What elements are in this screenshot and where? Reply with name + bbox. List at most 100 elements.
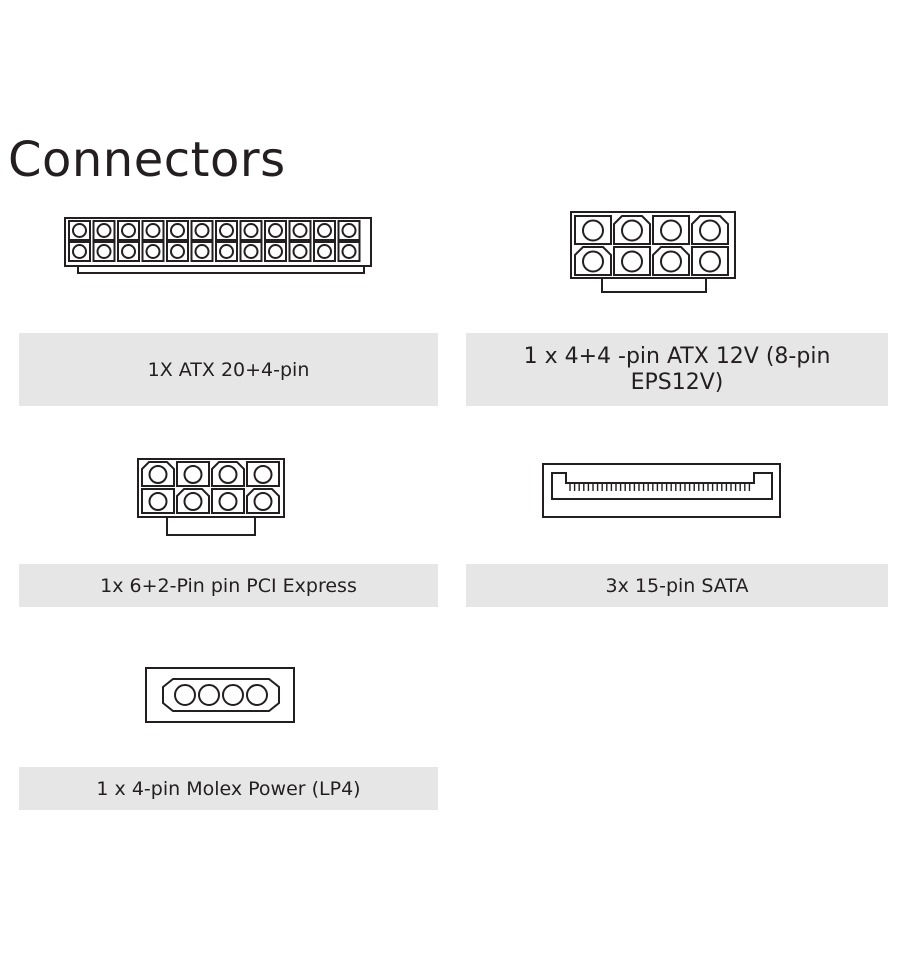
pin-cell (264, 241, 287, 262)
eps-8pin-connector-icon (570, 211, 738, 295)
pin (72, 223, 87, 238)
pin-cell (288, 220, 312, 241)
pin (148, 492, 168, 511)
pin-cell (239, 241, 263, 262)
pin (194, 244, 210, 259)
connector-latch (166, 516, 256, 536)
pin (253, 492, 273, 511)
pin (243, 244, 259, 259)
pin-cell (574, 215, 612, 245)
pin (219, 223, 234, 238)
pin (170, 223, 185, 238)
pin-cell (288, 241, 312, 262)
pin (145, 223, 161, 238)
pcie-8pin-connector-icon (137, 458, 287, 538)
pin-cell (141, 241, 165, 262)
pin (148, 465, 168, 484)
pin-cell (141, 461, 175, 487)
pin (194, 223, 210, 238)
pin-cell (190, 241, 214, 262)
eps-label: 1 x 4+4 -pin ATX 12V (8-pin EPS12V) (523, 343, 831, 395)
connector-latch-rail (77, 265, 365, 274)
pin (268, 223, 283, 238)
pin (317, 244, 332, 259)
pin (243, 223, 259, 238)
pin-cell (68, 241, 91, 262)
pin-cell (117, 241, 140, 262)
pin-cell (215, 220, 238, 241)
pin-cell (68, 220, 91, 241)
pin (660, 219, 682, 242)
pin-cell (337, 241, 361, 262)
pin-cell (92, 220, 116, 241)
pin (145, 244, 161, 259)
pin-cell (337, 220, 361, 241)
pcie-label-bar: 1x 6+2-Pin pin PCI Express (19, 564, 438, 607)
atx-24pin-connector-icon (64, 217, 374, 275)
pin (268, 244, 283, 259)
pin-cell (190, 220, 214, 241)
pin (219, 244, 234, 259)
atx-label: 1X ATX 20+4-pin (147, 358, 310, 381)
pin-cell (246, 461, 280, 487)
pin-cell (211, 488, 245, 514)
pin-cell (92, 241, 116, 262)
pin-cell (176, 488, 210, 514)
pin-cell (246, 488, 280, 514)
sata-label: 3x 15-pin SATA (605, 574, 749, 597)
connector-slot (551, 472, 773, 500)
pin-cell (215, 241, 238, 262)
pin (660, 250, 682, 273)
pin-cell (166, 220, 189, 241)
molex-4pin-connector-icon (145, 667, 297, 725)
pin (246, 684, 268, 706)
connector-housing (145, 667, 295, 723)
pin (174, 684, 196, 706)
pcie-label: 1x 6+2-Pin pin PCI Express (100, 574, 357, 597)
pin (170, 244, 185, 259)
connector-shroud (162, 678, 280, 712)
pin (341, 244, 357, 259)
pin (183, 492, 203, 511)
pin (96, 244, 112, 259)
connector-latch (601, 277, 707, 293)
pin (198, 684, 220, 706)
pin (317, 223, 332, 238)
sata-connector-icon (542, 461, 784, 521)
pin-cell (117, 220, 140, 241)
pin (699, 219, 721, 242)
pin (621, 250, 643, 273)
molex-label: 1 x 4-pin Molex Power (LP4) (96, 777, 361, 800)
pin-cell (652, 215, 690, 245)
pin-cell (691, 215, 729, 245)
pin-cell (313, 241, 336, 262)
pin-cell (141, 220, 165, 241)
pin-cell (691, 246, 729, 276)
pin-cell (176, 461, 210, 487)
pin (218, 465, 238, 484)
molex-label-bar: 1 x 4-pin Molex Power (LP4) (19, 767, 438, 810)
pin (582, 250, 604, 273)
pin-cell (239, 220, 263, 241)
sata-label-bar: 3x 15-pin SATA (466, 564, 888, 607)
pin-cell (264, 220, 287, 241)
pin (292, 223, 308, 238)
pin (582, 219, 604, 242)
eps-label-bar: 1 x 4+4 -pin ATX 12V (8-pin EPS12V) (466, 333, 888, 406)
pin-cell (613, 246, 651, 276)
atx-label-bar: 1X ATX 20+4-pin (19, 333, 438, 406)
connector-housing (542, 463, 781, 518)
pin (121, 244, 136, 259)
pin (253, 465, 273, 484)
pin (292, 244, 308, 259)
pin-cell (211, 461, 245, 487)
pin (72, 244, 87, 259)
pin-cell (166, 241, 189, 262)
pin-cell (141, 488, 175, 514)
pin (183, 465, 203, 484)
pin (96, 223, 112, 238)
page-title: Connectors (8, 132, 286, 188)
pin (341, 223, 357, 238)
pin-cell (613, 215, 651, 245)
pin (699, 250, 721, 273)
